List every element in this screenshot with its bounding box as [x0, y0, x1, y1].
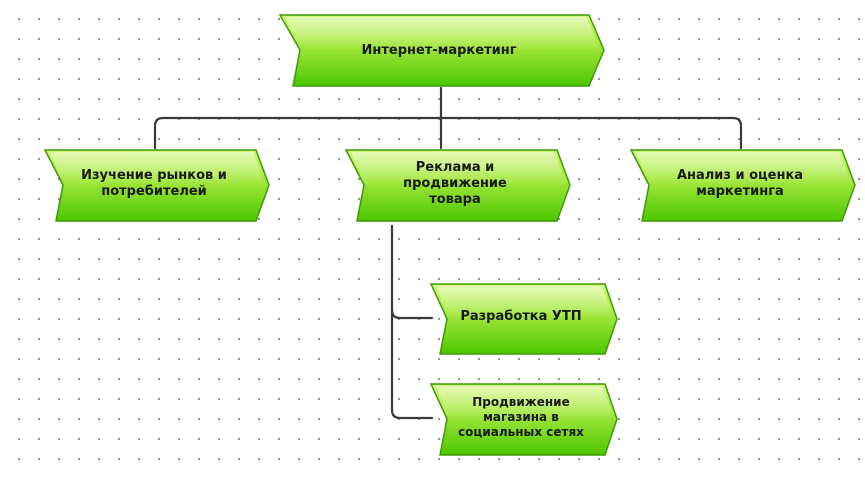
label-line: продвижение	[403, 175, 507, 191]
connector-to-research	[153, 116, 165, 150]
label-line: товара	[429, 191, 481, 207]
process-shape-icon	[429, 383, 618, 456]
node-social-media-promotion[interactable]: Продвижение магазина в социальных сетях	[428, 381, 620, 458]
node-market-research[interactable]: Изучение рынков и потребителей	[42, 147, 272, 224]
label-line: потребителей	[101, 183, 207, 199]
node-marketing-analysis[interactable]: Анализ и оценка маркетинга	[628, 147, 858, 224]
label-line: Продвижение	[472, 395, 570, 409]
label-line: Реклама и	[415, 159, 495, 175]
process-shape-icon	[278, 14, 605, 87]
connector-to-analysis	[731, 116, 743, 150]
node-label: Анализ и оценка маркетинга	[628, 147, 858, 224]
label-line: социальных сетях	[458, 425, 584, 439]
label-line: Анализ и оценка	[676, 167, 804, 183]
process-shape-icon	[629, 149, 856, 222]
label-line: магазина в	[483, 410, 559, 424]
node-usp-development[interactable]: Разработка УТП	[428, 281, 620, 357]
process-shape-icon	[429, 283, 618, 355]
node-internet-marketing[interactable]: Интернет-маркетинг	[277, 12, 607, 89]
label-line: Разработка УТП	[460, 309, 582, 324]
node-label: Разработка УТП	[428, 281, 620, 357]
node-label: Изучение рынков и потребителей	[42, 147, 272, 224]
process-shape-icon	[43, 149, 270, 222]
connector-to-usp	[390, 308, 434, 320]
label-line: Изучение рынков и	[81, 167, 227, 183]
node-label: Интернет-маркетинг	[361, 42, 517, 58]
node-advertising-promotion[interactable]: Реклама и продвижение товара	[343, 147, 573, 224]
node-label: Реклама и продвижение товара	[343, 147, 573, 224]
connector-advertising-stem	[390, 224, 434, 420]
label-line: маркетинга	[696, 183, 784, 199]
process-shape-icon	[344, 149, 571, 222]
node-label: Продвижение магазина в социальных сетях	[428, 381, 620, 458]
